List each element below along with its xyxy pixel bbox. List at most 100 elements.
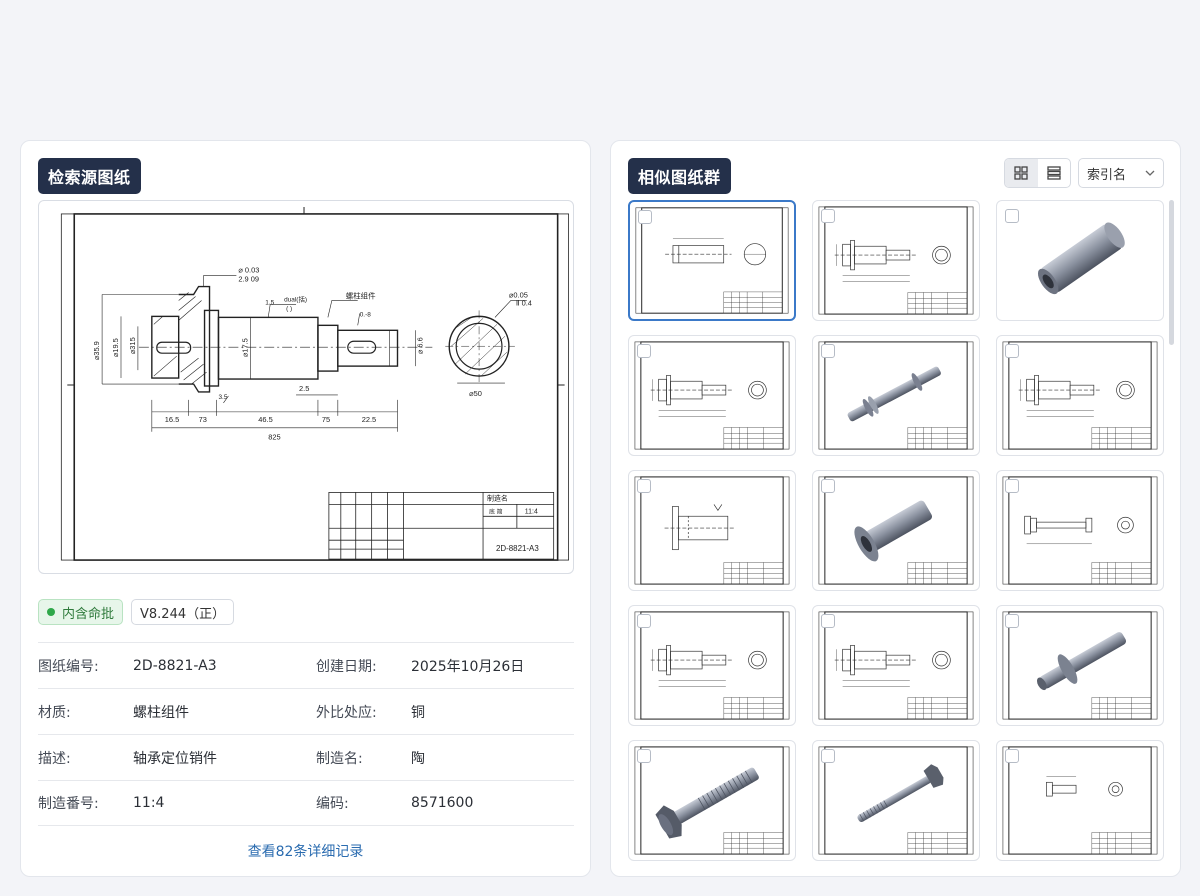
tolerance-label-3: ⌀0.05 bbox=[509, 290, 528, 299]
list-view-button[interactable] bbox=[1038, 159, 1071, 187]
drawing-thumbnail bbox=[818, 476, 974, 585]
similar-drawing-card[interactable] bbox=[628, 605, 796, 726]
source-drawing-panel: 检索源图纸 bbox=[20, 140, 591, 877]
similar-drawings-grid bbox=[628, 200, 1168, 868]
info-row: 图纸编号: 2D-8821-A3 创建日期: 2025年10月26日 bbox=[38, 642, 574, 688]
select-checkbox[interactable] bbox=[1005, 209, 1019, 223]
select-checkbox[interactable] bbox=[637, 344, 651, 358]
hdim-1: 16.5 bbox=[165, 415, 179, 424]
title-block-code: 2D-8821-A3 bbox=[496, 544, 539, 553]
similar-drawing-card[interactable] bbox=[628, 200, 796, 321]
title-block-ratio: 11:4 bbox=[525, 508, 538, 515]
hdim-2-5: 2.5 bbox=[299, 384, 309, 393]
drawing-thumbnail bbox=[634, 746, 790, 855]
select-checkbox[interactable] bbox=[637, 479, 651, 493]
drawing-thumbnail bbox=[1002, 341, 1158, 450]
drawing-thumbnail bbox=[818, 206, 974, 315]
similar-drawing-card[interactable] bbox=[812, 740, 980, 861]
view-mode-toggle bbox=[1004, 158, 1071, 188]
vdim-4: ⌀17.5 bbox=[240, 338, 249, 357]
tolerance-label-2: 2.9 09 bbox=[238, 275, 259, 284]
similar-drawing-card[interactable] bbox=[812, 470, 980, 591]
info-label: 制造番号: bbox=[38, 796, 99, 812]
vdim-1: ⌀35.9 bbox=[92, 341, 101, 360]
drawing-thumbnail bbox=[818, 746, 974, 855]
select-checkbox[interactable] bbox=[637, 749, 651, 763]
similar-drawing-card[interactable] bbox=[628, 470, 796, 591]
drawing-thumbnail bbox=[635, 207, 789, 314]
hdim-4: 75 bbox=[322, 415, 330, 424]
drawing-thumbnail bbox=[634, 476, 790, 585]
vdim-5: ⌀ 6.6 bbox=[415, 337, 424, 354]
title-block-maker: 制造名 bbox=[487, 493, 508, 502]
similar-drawing-card[interactable] bbox=[812, 335, 980, 456]
info-value: 轴承定位销件 bbox=[133, 750, 217, 767]
select-checkbox[interactable] bbox=[1005, 344, 1019, 358]
select-checkbox[interactable] bbox=[821, 749, 835, 763]
select-checkbox[interactable] bbox=[821, 479, 835, 493]
info-label: 描述: bbox=[38, 750, 71, 767]
vdim-2: ⌀19.5 bbox=[111, 338, 120, 357]
select-checkbox[interactable] bbox=[638, 210, 652, 224]
hdim-3: 46.5 bbox=[258, 415, 272, 424]
drawing-thumbnail bbox=[1002, 746, 1158, 855]
surface-label: dual(括) bbox=[284, 294, 307, 303]
surface-label-2: ( ) bbox=[286, 305, 292, 312]
similar-drawing-card[interactable] bbox=[996, 200, 1164, 321]
info-label: 外比处应: bbox=[316, 704, 377, 721]
info-label: 编码: bbox=[316, 796, 349, 812]
tolerance-label-4: Ⅱ 0.4 bbox=[516, 298, 532, 307]
source-drawing-view[interactable]: ⌀ 0.03 2.9 09 ⌀0.05 Ⅱ 0.4 螺柱组件 dual(括) (… bbox=[38, 200, 574, 574]
roughness-label-3: 3.5 bbox=[218, 394, 227, 401]
similar-drawing-card[interactable] bbox=[628, 335, 796, 456]
chevron-down-icon bbox=[1145, 170, 1155, 176]
status-dot-icon bbox=[47, 608, 55, 616]
similar-drawing-card[interactable] bbox=[996, 740, 1164, 861]
select-checkbox[interactable] bbox=[1005, 749, 1019, 763]
info-value: 铜 bbox=[411, 704, 425, 721]
technical-drawing: ⌀ 0.03 2.9 09 ⌀0.05 Ⅱ 0.4 螺柱组件 dual(括) (… bbox=[60, 206, 569, 561]
info-label: 材质: bbox=[38, 704, 71, 721]
info-row: 描述: 轴承定位销件 制造名: 陶 bbox=[38, 734, 574, 780]
drawing-thumbnail bbox=[1002, 611, 1158, 720]
similar-panel-title: 相似图纸群 bbox=[628, 158, 731, 194]
title-block-ratio-label: 底 简 bbox=[489, 507, 503, 515]
source-panel-title: 检索源图纸 bbox=[38, 158, 141, 194]
info-value: 陶 bbox=[411, 750, 425, 767]
drawing-info-table: 图纸编号: 2D-8821-A3 创建日期: 2025年10月26日 材质: 螺… bbox=[38, 642, 574, 826]
part-label: 螺柱组件 bbox=[346, 290, 376, 300]
similar-drawing-card[interactable] bbox=[812, 200, 980, 321]
similar-drawing-card[interactable] bbox=[812, 605, 980, 726]
grid-view-button[interactable] bbox=[1005, 159, 1038, 187]
version-badge: V8.244（正） bbox=[131, 599, 235, 625]
total-length: 825 bbox=[268, 433, 280, 442]
circle-diameter: ⌀50 bbox=[469, 389, 482, 398]
drawing-thumbnail bbox=[818, 611, 974, 720]
hdim-2: 73 bbox=[199, 415, 207, 424]
roughness-label-1: 1.5 bbox=[265, 299, 274, 306]
similar-drawing-card[interactable] bbox=[628, 740, 796, 861]
select-checkbox[interactable] bbox=[1005, 479, 1019, 493]
list-icon bbox=[1047, 166, 1061, 180]
similar-drawing-card[interactable] bbox=[996, 335, 1164, 456]
drawing-thumbnail bbox=[634, 341, 790, 450]
similar-drawing-card[interactable] bbox=[996, 470, 1164, 591]
select-checkbox[interactable] bbox=[1005, 614, 1019, 628]
info-value: 螺柱组件 bbox=[133, 704, 189, 721]
info-value: 8571600 bbox=[411, 795, 474, 811]
select-checkbox[interactable] bbox=[637, 614, 651, 628]
drawing-thumbnail bbox=[1037, 222, 1125, 295]
grid-scrollbar[interactable] bbox=[1169, 200, 1174, 345]
info-row: 制造番号: 11:4 编码: 8571600 bbox=[38, 780, 574, 826]
similar-drawing-card[interactable] bbox=[996, 605, 1164, 726]
info-value: 2D-8821-A3 bbox=[133, 657, 217, 674]
select-checkbox[interactable] bbox=[821, 209, 835, 223]
sort-dropdown[interactable]: 索引名 bbox=[1078, 158, 1164, 188]
select-checkbox[interactable] bbox=[821, 344, 835, 358]
info-label: 图纸编号: bbox=[38, 658, 99, 675]
info-label: 创建日期: bbox=[316, 658, 377, 675]
status-text: 内含命批 bbox=[62, 606, 115, 622]
select-checkbox[interactable] bbox=[821, 614, 835, 628]
view-details-link[interactable]: 查看82条详细记录 bbox=[247, 844, 364, 860]
info-label: 制造名: bbox=[316, 750, 363, 767]
